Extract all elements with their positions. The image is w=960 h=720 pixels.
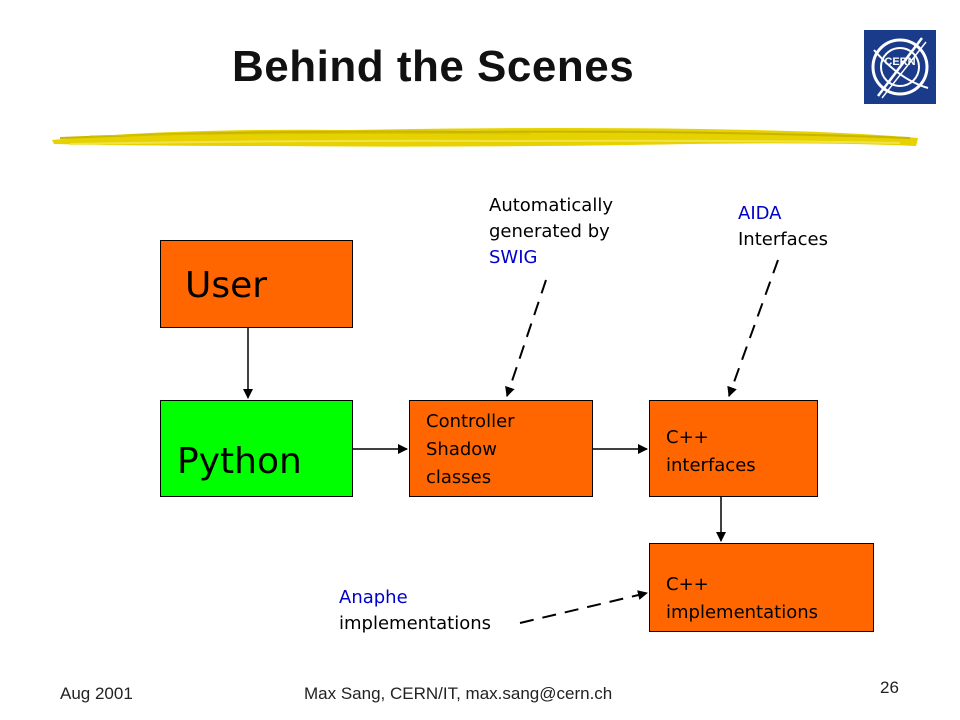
swig-note-line2: generated by — [489, 221, 610, 242]
cpp-interfaces-label-line2: interfaces — [666, 455, 756, 476]
dashed-arrow-aida — [727, 259, 779, 397]
title-underline — [50, 118, 920, 158]
cpp-implementations-label-line1: C++ — [666, 574, 709, 595]
swig-note-line3: SWIG — [489, 247, 538, 268]
cpp-implementations-label-line2: implementations — [666, 602, 818, 623]
cern-logo-text: CERN — [884, 56, 915, 68]
aida-note-line2: Interfaces — [738, 229, 828, 250]
swig-note-line1: Automatically — [489, 195, 613, 216]
user-box-label: User — [185, 265, 268, 306]
controller-label-line3: classes — [426, 467, 492, 488]
footer-page-number: 26 — [880, 678, 899, 697]
cpp-implementations-box: C++ implementations — [649, 543, 874, 632]
cpp-interfaces-label-line1: C++ — [666, 427, 709, 448]
dashed-arrow-anaphe — [519, 590, 648, 624]
controller-label-line1: Controller — [426, 411, 515, 432]
cern-logo: CERN — [864, 30, 936, 104]
controller-label-line2: Shadow — [426, 439, 498, 460]
controller-shadow-box: Controller Shadow classes — [409, 400, 593, 497]
slide-title: Behind the Scenes — [232, 42, 635, 91]
user-box: User — [160, 240, 353, 328]
anaphe-note: Anaphe implementations — [339, 585, 491, 637]
dashed-arrow-swig — [505, 279, 547, 397]
anaphe-note-line2: implementations — [339, 613, 491, 634]
python-box-label: Python — [177, 441, 302, 482]
footer-author: Max Sang, CERN/IT, max.sang@cern.ch — [304, 684, 613, 703]
aida-note-line1: AIDA — [738, 203, 782, 224]
anaphe-note-line1: Anaphe — [339, 587, 408, 608]
aida-note: AIDA Interfaces — [738, 201, 828, 253]
python-box: Python — [160, 400, 353, 497]
swig-note: Automatically generated by SWIG — [489, 193, 613, 271]
footer-date: Aug 2001 — [60, 684, 133, 703]
cpp-interfaces-box: C++ interfaces — [649, 400, 818, 497]
